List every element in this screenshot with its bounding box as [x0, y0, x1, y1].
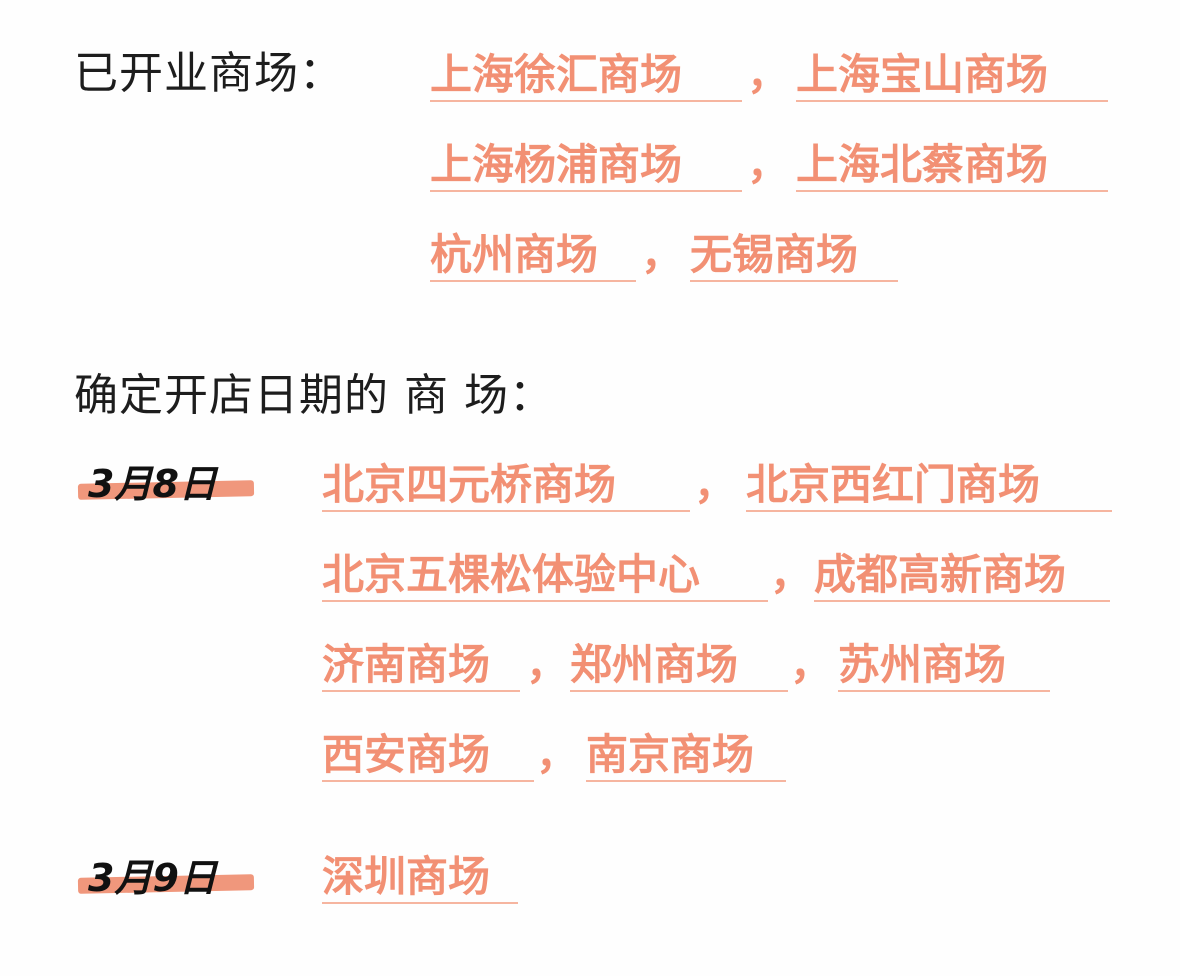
mall-link-xihongmen[interactable]: 北京西红门商场	[746, 460, 1112, 512]
mall-link-nanjing[interactable]: 南京商场	[586, 730, 786, 782]
mar8-row-4: 西安商场 ， 南京商场	[322, 730, 1122, 790]
separator: ，	[536, 730, 579, 779]
opened-malls-label: 已开业商场：	[74, 48, 344, 99]
separator: ，	[694, 460, 737, 509]
mall-link-beicai[interactable]: 上海北蔡商场	[796, 140, 1108, 192]
separator: ，	[747, 50, 790, 99]
opened-row-2: 上海杨浦商场 ， 上海北蔡商场	[430, 140, 1130, 200]
date-badge-mar9: 3月9日	[77, 852, 255, 908]
mall-link-xian[interactable]: 西安商场	[322, 730, 534, 782]
mall-link-wukesong[interactable]: 北京五棵松体验中心	[322, 550, 768, 602]
opened-row-3: 杭州商场 ， 无锡商场	[430, 230, 1130, 290]
opened-row-1: 上海徐汇商场 ， 上海宝山商场	[430, 50, 1130, 110]
mar8-row-2: 北京五棵松体验中心 ， 成都高新商场	[322, 550, 1122, 610]
mar9-row-1: 深圳商场	[322, 852, 722, 912]
separator: ，	[790, 640, 833, 689]
mall-link-siyuanqiao[interactable]: 北京四元桥商场	[322, 460, 690, 512]
mar8-row-3: 济南商场 ， 郑州商场 ， 苏州商场	[322, 640, 1122, 700]
mall-link-yangpu[interactable]: 上海杨浦商场	[430, 140, 742, 192]
separator: ，	[770, 550, 813, 599]
mall-link-zhengzhou[interactable]: 郑州商场	[570, 640, 788, 692]
mall-link-wuxi[interactable]: 无锡商场	[690, 230, 898, 282]
separator: ，	[526, 640, 569, 689]
mall-link-chengdu[interactable]: 成都高新商场	[814, 550, 1110, 602]
date-text: 3月8日	[88, 462, 217, 506]
mall-link-suzhou[interactable]: 苏州商场	[838, 640, 1050, 692]
mall-link-xuhui[interactable]: 上海徐汇商场	[430, 50, 742, 102]
mall-link-jinan[interactable]: 济南商场	[322, 640, 520, 692]
date-badge-mar8: 3月8日	[77, 458, 255, 514]
mar8-row-1: 北京四元桥商场 ， 北京西红门商场	[322, 460, 1122, 520]
scheduled-malls-label: 确定开店日期的 商 场：	[74, 370, 554, 421]
separator: ，	[747, 140, 790, 189]
mall-link-hangzhou[interactable]: 杭州商场	[430, 230, 636, 282]
date-text: 3月9日	[88, 856, 217, 900]
mall-link-shenzhen[interactable]: 深圳商场	[322, 852, 518, 904]
mall-link-baoshan[interactable]: 上海宝山商场	[796, 50, 1108, 102]
separator: ，	[641, 230, 684, 279]
